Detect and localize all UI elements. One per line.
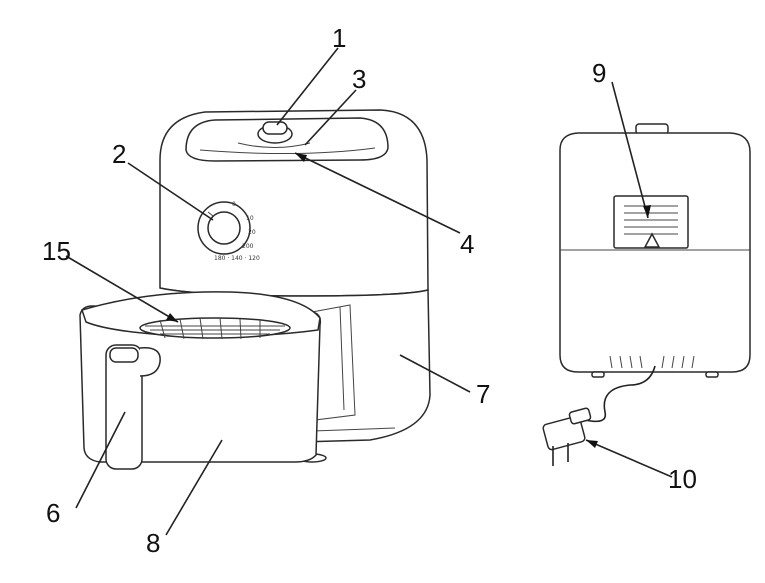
leader-1 — [276, 47, 339, 126]
callout-8: 8 — [146, 528, 160, 558]
drawer-slot-inner — [339, 306, 345, 411]
callout-1: 1 — [332, 23, 346, 53]
dial-tick: 200 — [242, 243, 254, 250]
dial-tick: 10 — [246, 215, 254, 222]
leader-3 — [304, 89, 357, 146]
callout-2: 2 — [112, 139, 126, 169]
leader-10 — [585, 439, 673, 478]
front-view-air-fryer: 0 10 20 200 180 · 140 · 120 — [79, 109, 431, 470]
leader-9 — [611, 81, 649, 219]
leader-6 — [75, 411, 126, 509]
leader-4 — [294, 152, 461, 234]
vent-slats — [624, 205, 678, 235]
warning-triangle-icon — [643, 232, 661, 248]
callout-6: 6 — [46, 498, 60, 528]
arrow-heads — [166, 153, 651, 448]
rear-foot-left — [591, 371, 605, 378]
top-dial-scale — [237, 142, 311, 148]
rear-view-air-fryer — [542, 123, 751, 466]
dial-pointer — [207, 211, 214, 217]
callout-7: 7 — [476, 379, 490, 409]
leader-7 — [399, 354, 471, 393]
top-knob-cap — [262, 121, 288, 135]
callout-3: 3 — [352, 64, 366, 94]
dial-tick: 180 · 140 · 120 — [214, 255, 260, 262]
leader-lines — [65, 47, 673, 536]
rear-foot-right — [705, 371, 719, 378]
basket-handle[interactable] — [105, 344, 143, 470]
arrowhead-4 — [295, 153, 307, 162]
power-plug — [542, 407, 592, 466]
arrowhead-15 — [166, 313, 178, 322]
leader-15 — [65, 255, 179, 323]
power-cord — [584, 365, 656, 423]
callout-9: 9 — [592, 58, 606, 88]
bottom-vent-lines — [609, 355, 695, 369]
handle-button[interactable] — [109, 347, 139, 363]
callout-15: 15 — [42, 236, 71, 266]
leader-8 — [165, 439, 223, 536]
temperature-dial-knob — [207, 211, 241, 245]
leader-2 — [127, 162, 214, 221]
lid-inner-edge — [199, 147, 376, 155]
callout-10: 10 — [668, 464, 697, 494]
basket-mesh — [139, 317, 291, 340]
handle-bracket — [139, 347, 161, 377]
rear-air-vent — [613, 195, 689, 249]
rear-body — [559, 132, 751, 373]
dial-tick: 20 — [248, 229, 256, 236]
callout-4: 4 — [460, 229, 474, 259]
arrowhead-9 — [643, 205, 651, 218]
dial-tick: 0 — [232, 201, 236, 208]
arrowhead-10 — [586, 440, 598, 448]
